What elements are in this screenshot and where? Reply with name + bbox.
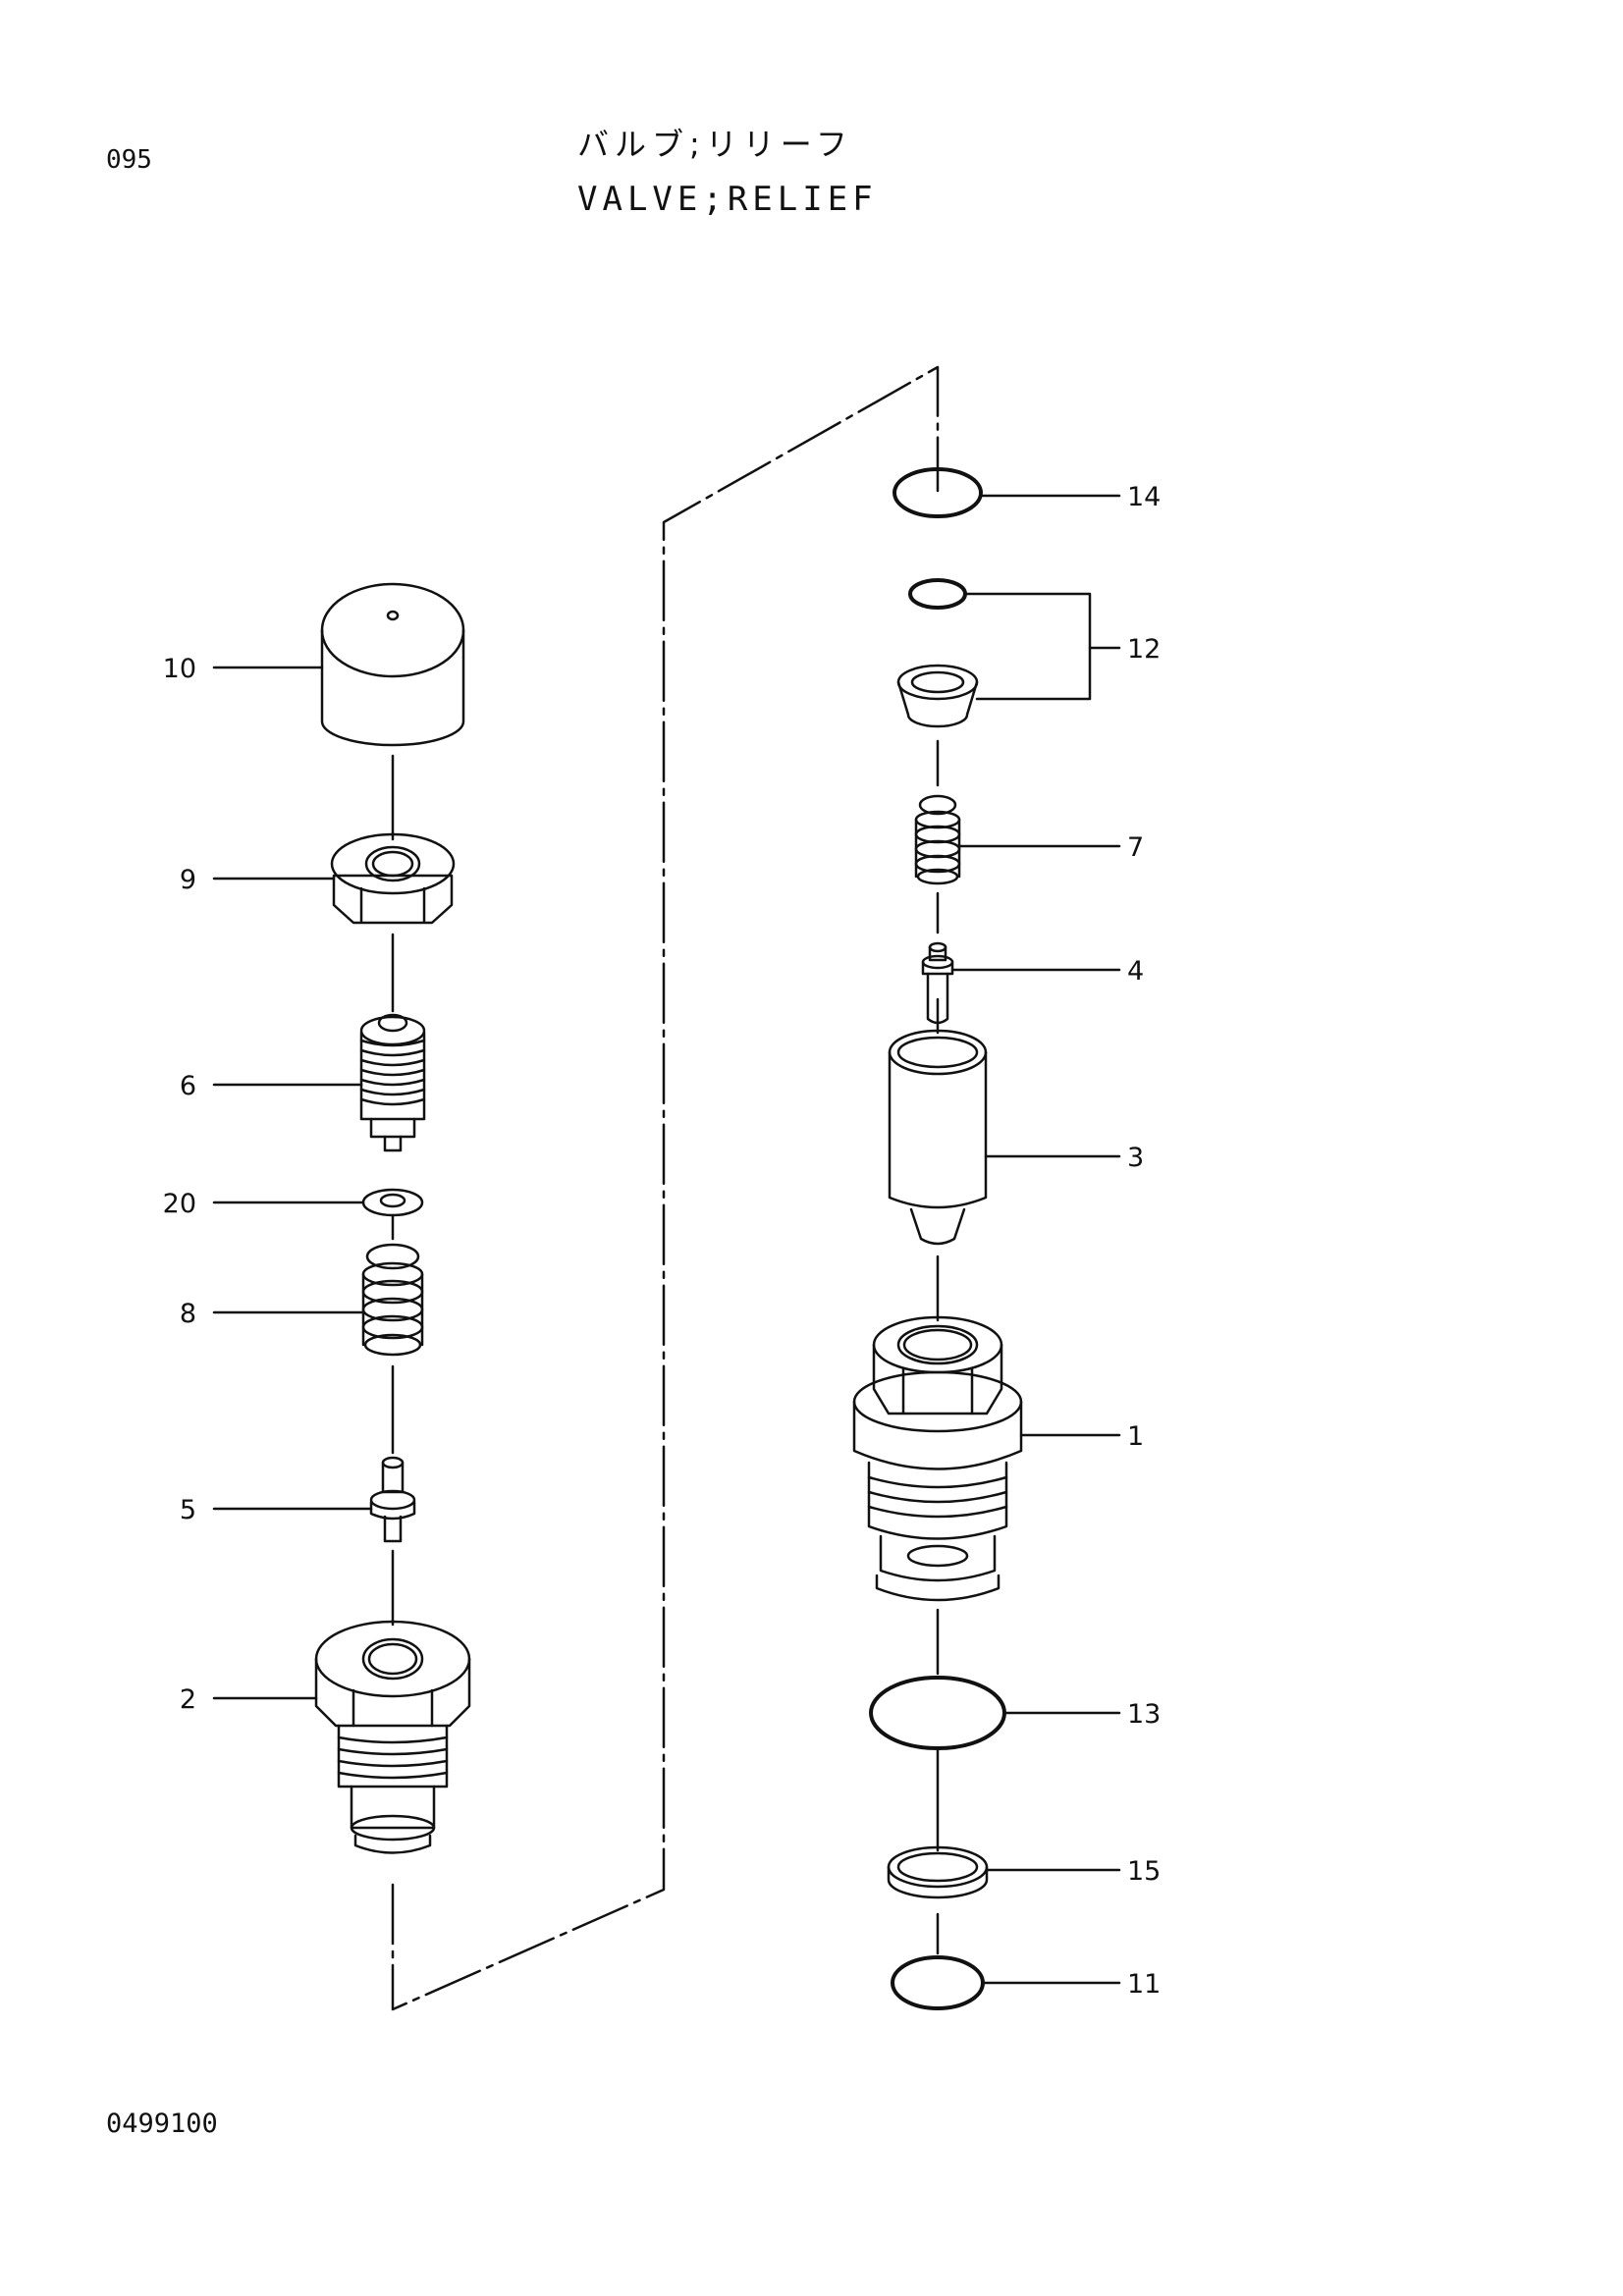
drawing-code: 0499100: [106, 2109, 218, 2139]
callout-11: 11: [1127, 1969, 1161, 2000]
part-piston: [888, 1029, 988, 1246]
callout-8: 8: [180, 1299, 196, 1329]
callout-12: 12: [1127, 634, 1161, 665]
callout-3: 3: [1127, 1143, 1144, 1173]
callout-13: 13: [1127, 1699, 1161, 1730]
part-pin: [921, 941, 954, 1025]
part-adjusting-screw: [359, 1013, 426, 1152]
callout-20: 20: [163, 1189, 196, 1219]
callout-14: 14: [1127, 482, 1161, 512]
callout-15: 15: [1127, 1856, 1161, 1887]
part-o-ring-top: [893, 467, 983, 518]
callout-9: 9: [180, 865, 196, 895]
title-japanese: バルブ;リリーフ: [577, 126, 853, 163]
title-english: VALVE;RELIEF: [577, 180, 878, 219]
leader-12: [963, 592, 1092, 701]
callout-2: 2: [180, 1684, 196, 1715]
callout-6: 6: [180, 1071, 196, 1101]
page-number: 095: [106, 145, 152, 175]
part-cap: [320, 582, 465, 747]
callout-1: 1: [1127, 1421, 1144, 1452]
part-spring-small: [914, 794, 961, 885]
part-o-ring-bottom: [891, 1955, 985, 2010]
callout-7: 7: [1127, 832, 1144, 863]
part-poppet: [369, 1456, 416, 1543]
part-o-ring-small: [908, 578, 967, 610]
callout-10: 10: [163, 654, 196, 684]
part-valve-body: [314, 1620, 471, 1854]
part-backup-ring-lower: [887, 1845, 989, 1899]
part-spring-large: [361, 1243, 424, 1357]
callout-4: 4: [1127, 956, 1144, 987]
part-hex-nut: [330, 832, 456, 925]
part-main-body: [852, 1315, 1023, 1602]
part-backup-ring: [896, 664, 979, 728]
assembly-connector-line: [391, 365, 940, 2011]
callout-5: 5: [180, 1495, 196, 1525]
part-washer: [361, 1188, 424, 1217]
part-o-ring-large: [869, 1676, 1006, 1750]
